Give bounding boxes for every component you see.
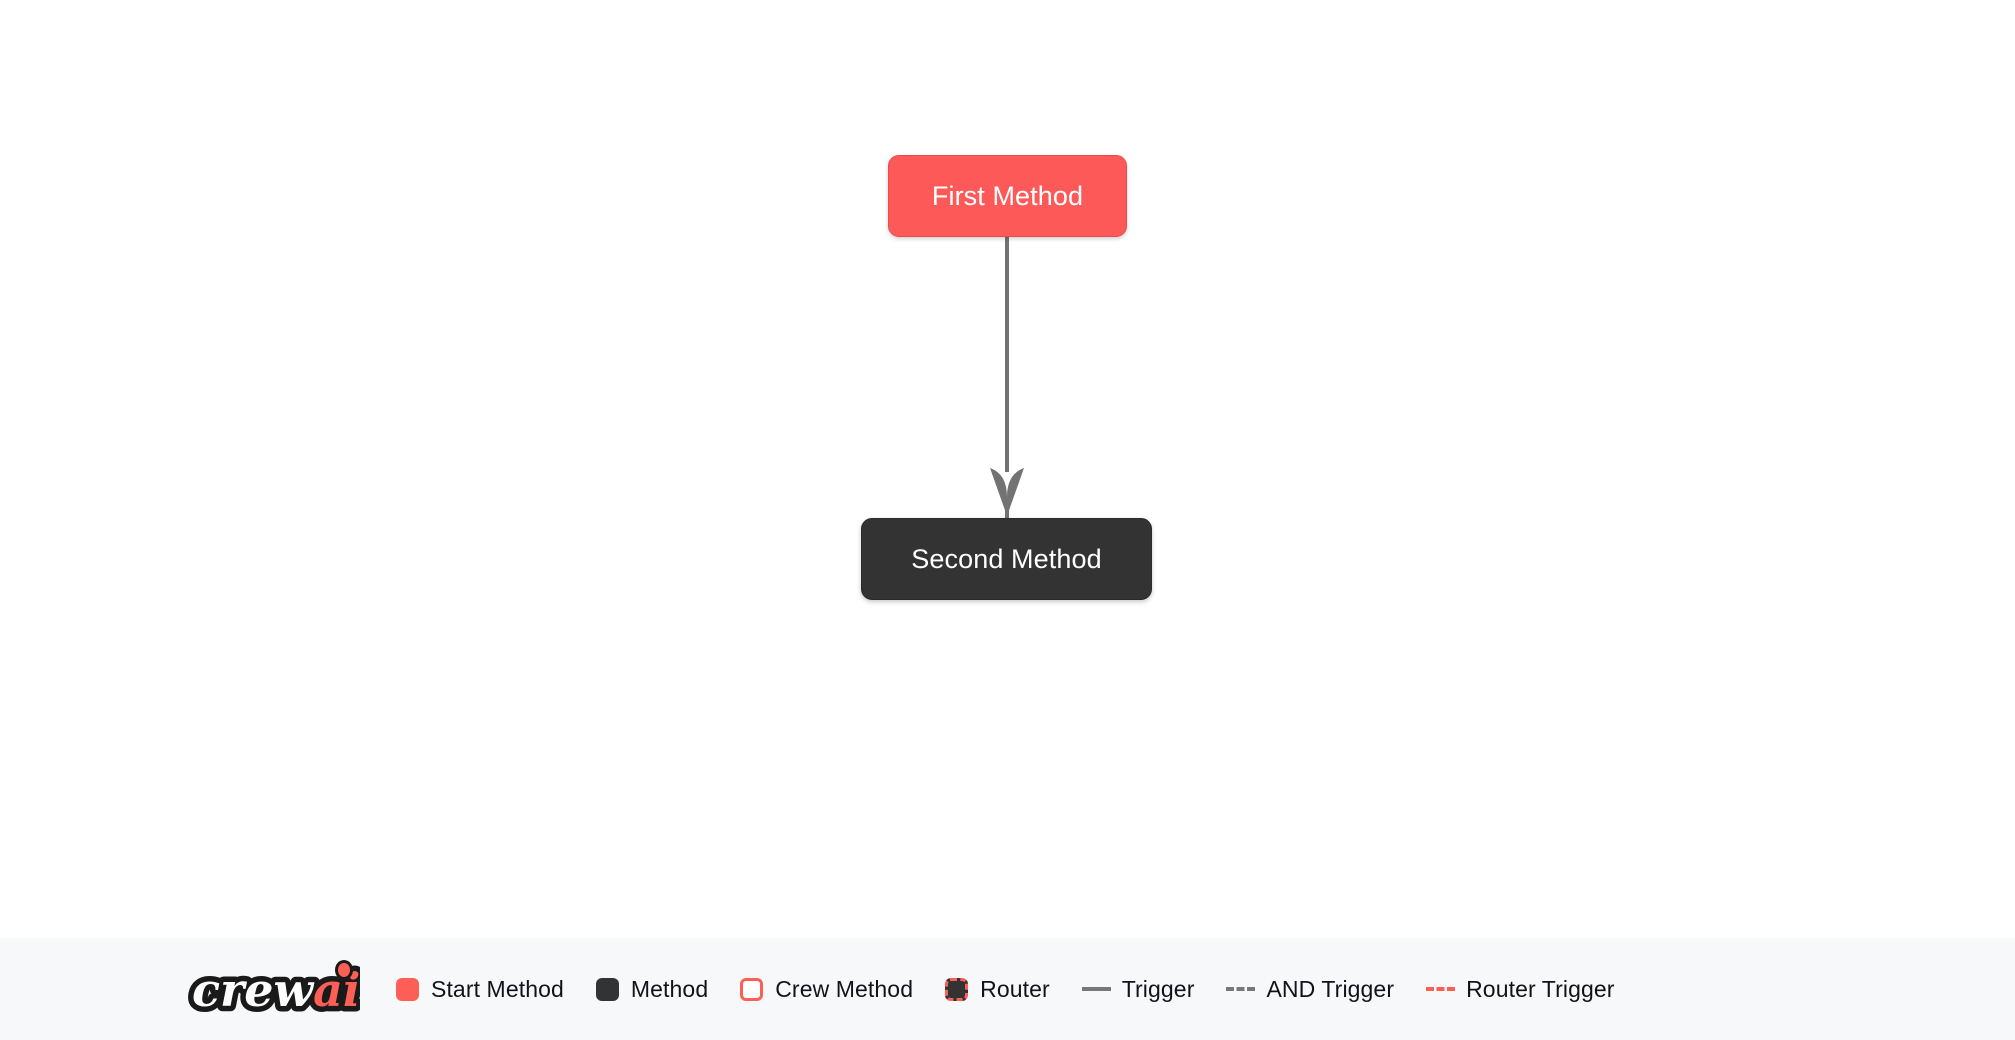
legend-item-and-trigger: AND Trigger [1226, 976, 1394, 1003]
flow-node-second-method[interactable]: Second Method [861, 518, 1152, 600]
and-trigger-line-icon [1226, 987, 1256, 991]
legend-bar: crewai crewai Start Method Method Crew M… [0, 938, 2015, 1040]
legend-item-trigger: Trigger [1081, 975, 1195, 1003]
crewai-logo-dot-icon [338, 963, 350, 977]
legend-item-router-trigger: Router Trigger [1426, 976, 1614, 1003]
trigger-line-icon [1081, 987, 1111, 991]
crewai-logo-crew: crewai [192, 963, 360, 1017]
crewai-logo-outline: crewai [192, 963, 360, 1017]
method-swatch-icon [595, 977, 619, 1001]
start-method-swatch-icon [396, 977, 419, 1001]
legend-item-router: Router [945, 976, 1050, 1003]
flow-canvas[interactable]: First Method Second Method [0, 0, 2015, 938]
flow-node-first-method[interactable]: First Method [888, 155, 1127, 237]
edge-arrowhead-icon [990, 468, 1024, 516]
flow-node-label: First Method [931, 180, 1084, 211]
edge-layer [990, 237, 1024, 519]
legend-item-method: Method [595, 975, 709, 1003]
legend-item-label: Trigger [1121, 975, 1195, 1002]
flow-node-label: Second Method [911, 543, 1102, 574]
router-trigger-line-icon [1426, 987, 1456, 991]
legend-item-label: AND Trigger [1266, 975, 1395, 1002]
legend-item-label: Start Method [431, 975, 564, 1002]
legend-item-crew-method: Crew Method [740, 976, 913, 1003]
edge-first-to-second [990, 237, 1024, 519]
router-swatch-icon [945, 977, 969, 1001]
legend-item-label: Crew Method [775, 975, 914, 1002]
legend-item-label: Router Trigger [1466, 975, 1615, 1002]
crew-method-swatch-icon [740, 977, 764, 1001]
legend-item-label: Router [980, 975, 1050, 1002]
legend-item-label: Method [630, 975, 709, 1002]
legend-item-start-method: Start Method [396, 976, 564, 1003]
crewai-logo: crewai crewai [188, 958, 360, 1020]
